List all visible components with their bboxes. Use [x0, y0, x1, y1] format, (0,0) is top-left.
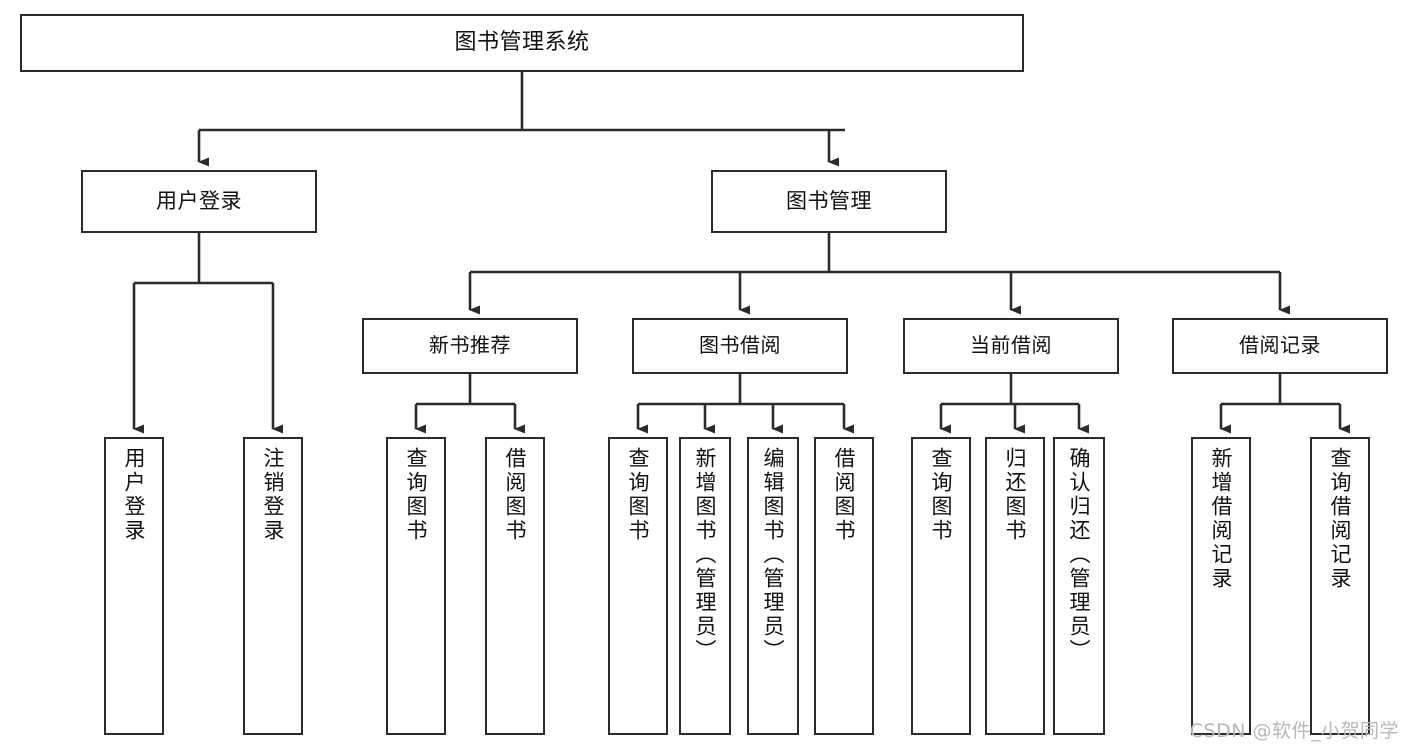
- node-leaf-borrow-book-2-label: 借阅图书: [832, 447, 857, 543]
- node-root[interactable]: 图书管理系统: [20, 14, 1024, 72]
- node-leaf-query-book-2-label: 查询图书: [626, 447, 651, 543]
- node-leaf-add-record[interactable]: 新增借阅记录: [1191, 437, 1251, 735]
- node-current-borrow[interactable]: 当前借阅: [903, 318, 1119, 374]
- node-book-borrow-label: 图书借阅: [699, 333, 781, 358]
- node-leaf-user-login-label: 用户登录: [122, 447, 147, 543]
- node-leaf-user-login[interactable]: 用户登录: [104, 437, 164, 735]
- node-leaf-edit-book[interactable]: 编辑图书（管理员）: [747, 437, 799, 735]
- node-leaf-add-book[interactable]: 新增图书（管理员）: [679, 437, 731, 735]
- node-leaf-query-record-label: 查询借阅记录: [1328, 447, 1353, 591]
- node-leaf-confirm-return-label: 确认归还（管理员）: [1067, 447, 1092, 663]
- node-leaf-add-record-label: 新增借阅记录: [1209, 447, 1234, 591]
- node-leaf-query-book-1-label: 查询图书: [404, 447, 429, 543]
- node-leaf-query-book-3[interactable]: 查询图书: [911, 437, 971, 735]
- node-leaf-edit-book-label: 编辑图书（管理员）: [761, 447, 786, 663]
- node-leaf-query-book-2[interactable]: 查询图书: [608, 437, 668, 735]
- node-leaf-add-book-label: 新增图书（管理员）: [693, 447, 718, 663]
- node-leaf-query-book-3-label: 查询图书: [929, 447, 954, 543]
- node-borrow-records[interactable]: 借阅记录: [1172, 318, 1388, 374]
- node-new-book-rec[interactable]: 新书推荐: [362, 318, 578, 374]
- node-leaf-query-book-1[interactable]: 查询图书: [386, 437, 446, 735]
- node-user-login[interactable]: 用户登录: [81, 170, 317, 233]
- node-leaf-query-record[interactable]: 查询借阅记录: [1310, 437, 1370, 735]
- node-root-label: 图书管理系统: [454, 30, 590, 56]
- node-new-book-rec-label: 新书推荐: [429, 333, 511, 358]
- node-leaf-borrow-book-2[interactable]: 借阅图书: [814, 437, 874, 735]
- node-leaf-user-logout-label: 注销登录: [261, 447, 286, 543]
- node-book-manage-label: 图书管理: [786, 189, 872, 214]
- csdn-watermark: CSDN @软件_小贺同学: [1189, 720, 1399, 742]
- node-borrow-records-label: 借阅记录: [1239, 333, 1321, 358]
- node-user-login-label: 用户登录: [156, 189, 242, 214]
- node-leaf-return-book-label: 归还图书: [1003, 447, 1028, 543]
- node-book-borrow[interactable]: 图书借阅: [632, 318, 848, 374]
- node-leaf-borrow-book-1[interactable]: 借阅图书: [485, 437, 545, 735]
- node-leaf-confirm-return[interactable]: 确认归还（管理员）: [1053, 437, 1105, 735]
- node-book-manage[interactable]: 图书管理: [711, 170, 947, 233]
- node-leaf-borrow-book-1-label: 借阅图书: [503, 447, 528, 543]
- node-current-borrow-label: 当前借阅: [970, 333, 1052, 358]
- node-leaf-user-logout[interactable]: 注销登录: [243, 437, 303, 735]
- node-leaf-return-book[interactable]: 归还图书: [985, 437, 1045, 735]
